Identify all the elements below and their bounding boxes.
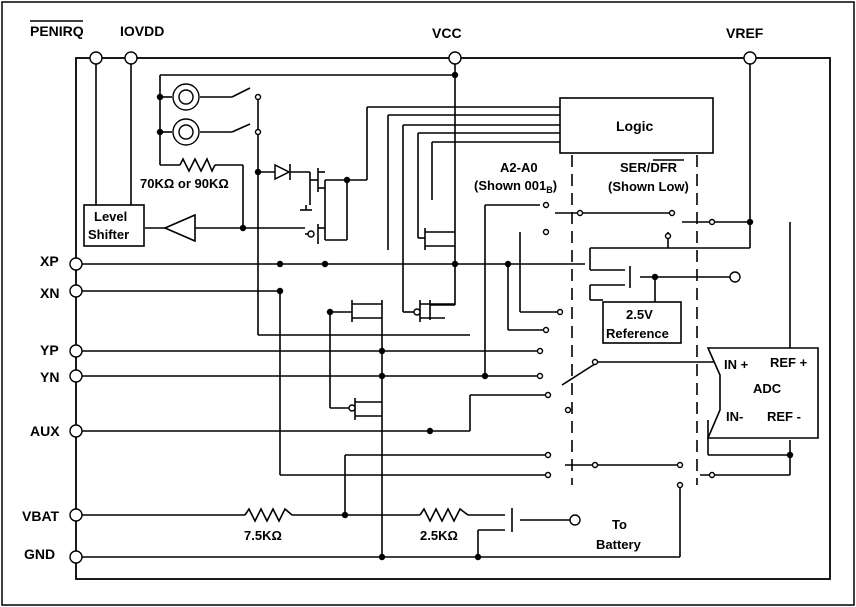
logic-block: Logic xyxy=(559,97,714,154)
adc-label: ADC xyxy=(753,381,782,396)
transistor-icons xyxy=(300,168,631,532)
level-shifter-block: Level Shifter xyxy=(83,204,145,247)
reference-block: 2.5V Reference xyxy=(602,301,682,344)
resistor-pullup-icon xyxy=(179,157,216,173)
a2-a0-label: A2-A0 xyxy=(500,160,538,175)
a2-a0-shown-label: (Shown 001B) xyxy=(474,178,557,195)
pin-label-yn: YN xyxy=(40,369,59,385)
terminal-circles xyxy=(69,51,757,564)
pin-label-vref: VREF xyxy=(726,25,764,41)
pin-label-yp: YP xyxy=(40,342,59,358)
to-battery-label-line2: Battery xyxy=(596,537,642,552)
pin-label-vbat: VBAT xyxy=(22,508,60,524)
resistor-vbat-2-5k-icon xyxy=(419,507,469,523)
current-source-icon xyxy=(172,83,200,146)
logic-label: Logic xyxy=(616,118,654,134)
ser-dfr-label: SER/DFR xyxy=(620,160,678,175)
adc-block: IN + REF + ADC IN- REF - xyxy=(706,347,819,439)
adc-ref-minus-label: REF - xyxy=(767,409,801,424)
reference-label-line2: Reference xyxy=(606,326,669,341)
ser-dfr-shown-label: (Shown Low) xyxy=(608,179,689,194)
level-shifter-label-line1: Level xyxy=(94,209,127,224)
to-battery-label-line1: To xyxy=(612,517,627,532)
adc-in-minus-label: IN- xyxy=(726,409,743,424)
resistor-2-5k-label: 2.5KΩ xyxy=(420,528,458,543)
resistor-pullup-label: 70KΩ or 90KΩ xyxy=(140,176,229,191)
adc-in-plus-label: IN + xyxy=(724,357,749,372)
pin-label-iovdd: IOVDD xyxy=(120,23,164,39)
diode-icon xyxy=(274,163,291,181)
resistor-vbat-7-5k-icon xyxy=(244,507,293,523)
pin-label-penirq: PENIRQ xyxy=(30,23,84,39)
junction-dots xyxy=(156,71,794,561)
wires xyxy=(82,64,791,558)
resistor-7-5k-label: 7.5KΩ xyxy=(244,528,282,543)
pin-label-xp: XP xyxy=(40,253,59,269)
pin-label-gnd: GND xyxy=(24,546,55,562)
pin-label-aux: AUX xyxy=(30,423,60,439)
reference-label-line1: 2.5V xyxy=(626,307,653,322)
buffer-triangle-icon xyxy=(162,213,196,243)
pin-label-xn: XN xyxy=(40,285,59,301)
adc-ref-plus-label: REF + xyxy=(770,355,808,370)
level-shifter-label-line2: Shifter xyxy=(88,227,129,242)
pin-label-vcc: VCC xyxy=(432,25,462,41)
